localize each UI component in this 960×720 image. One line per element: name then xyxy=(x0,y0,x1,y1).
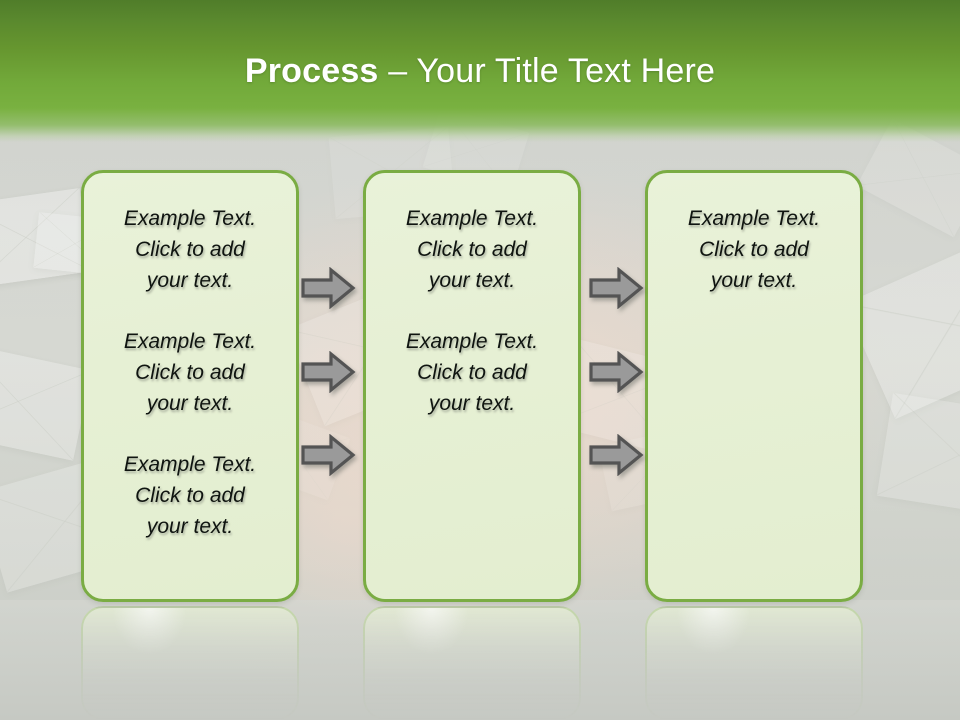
reflection-gloss xyxy=(676,608,750,654)
page-title-rest: Your Title Text Here xyxy=(416,52,716,90)
process-box-1[interactable]: Example Text. Click to add your text. Ex… xyxy=(81,170,299,602)
text-block[interactable]: Example Text. Click to add your text. xyxy=(123,453,257,538)
page-title-bold: Process xyxy=(244,52,379,90)
right-arrow-icon[interactable] xyxy=(300,434,356,476)
text-block[interactable]: Example Text. Click to add your text. xyxy=(405,207,539,292)
text-block[interactable]: Example Text. Click to add your text. xyxy=(405,330,539,415)
process-box-1-content: Example Text. Click to add your text. Ex… xyxy=(84,203,296,542)
page-title: Process – Your Title Text Here xyxy=(0,50,960,92)
right-arrow-icon[interactable] xyxy=(300,267,356,309)
process-box-3[interactable]: Example Text. Click to add your text. xyxy=(645,170,863,602)
right-arrow-icon[interactable] xyxy=(588,434,644,476)
header-band xyxy=(0,0,960,142)
box-reflection xyxy=(645,606,863,720)
box-reflection xyxy=(363,606,581,720)
reflection-gloss xyxy=(112,608,186,654)
reflection-gloss xyxy=(394,608,468,654)
page-title-dash: – xyxy=(378,52,417,90)
text-block[interactable]: Example Text. Click to add your text. xyxy=(687,207,821,292)
right-arrow-icon[interactable] xyxy=(300,351,356,393)
box-reflection xyxy=(81,606,299,720)
process-box-2-content: Example Text. Click to add your text. Ex… xyxy=(366,203,578,419)
text-block[interactable]: Example Text. Click to add your text. xyxy=(123,207,257,292)
right-arrow-icon[interactable] xyxy=(588,351,644,393)
process-box-2[interactable]: Example Text. Click to add your text. Ex… xyxy=(363,170,581,602)
process-box-3-content: Example Text. Click to add your text. xyxy=(648,203,860,296)
text-block[interactable]: Example Text. Click to add your text. xyxy=(123,330,257,415)
right-arrow-icon[interactable] xyxy=(588,267,644,309)
